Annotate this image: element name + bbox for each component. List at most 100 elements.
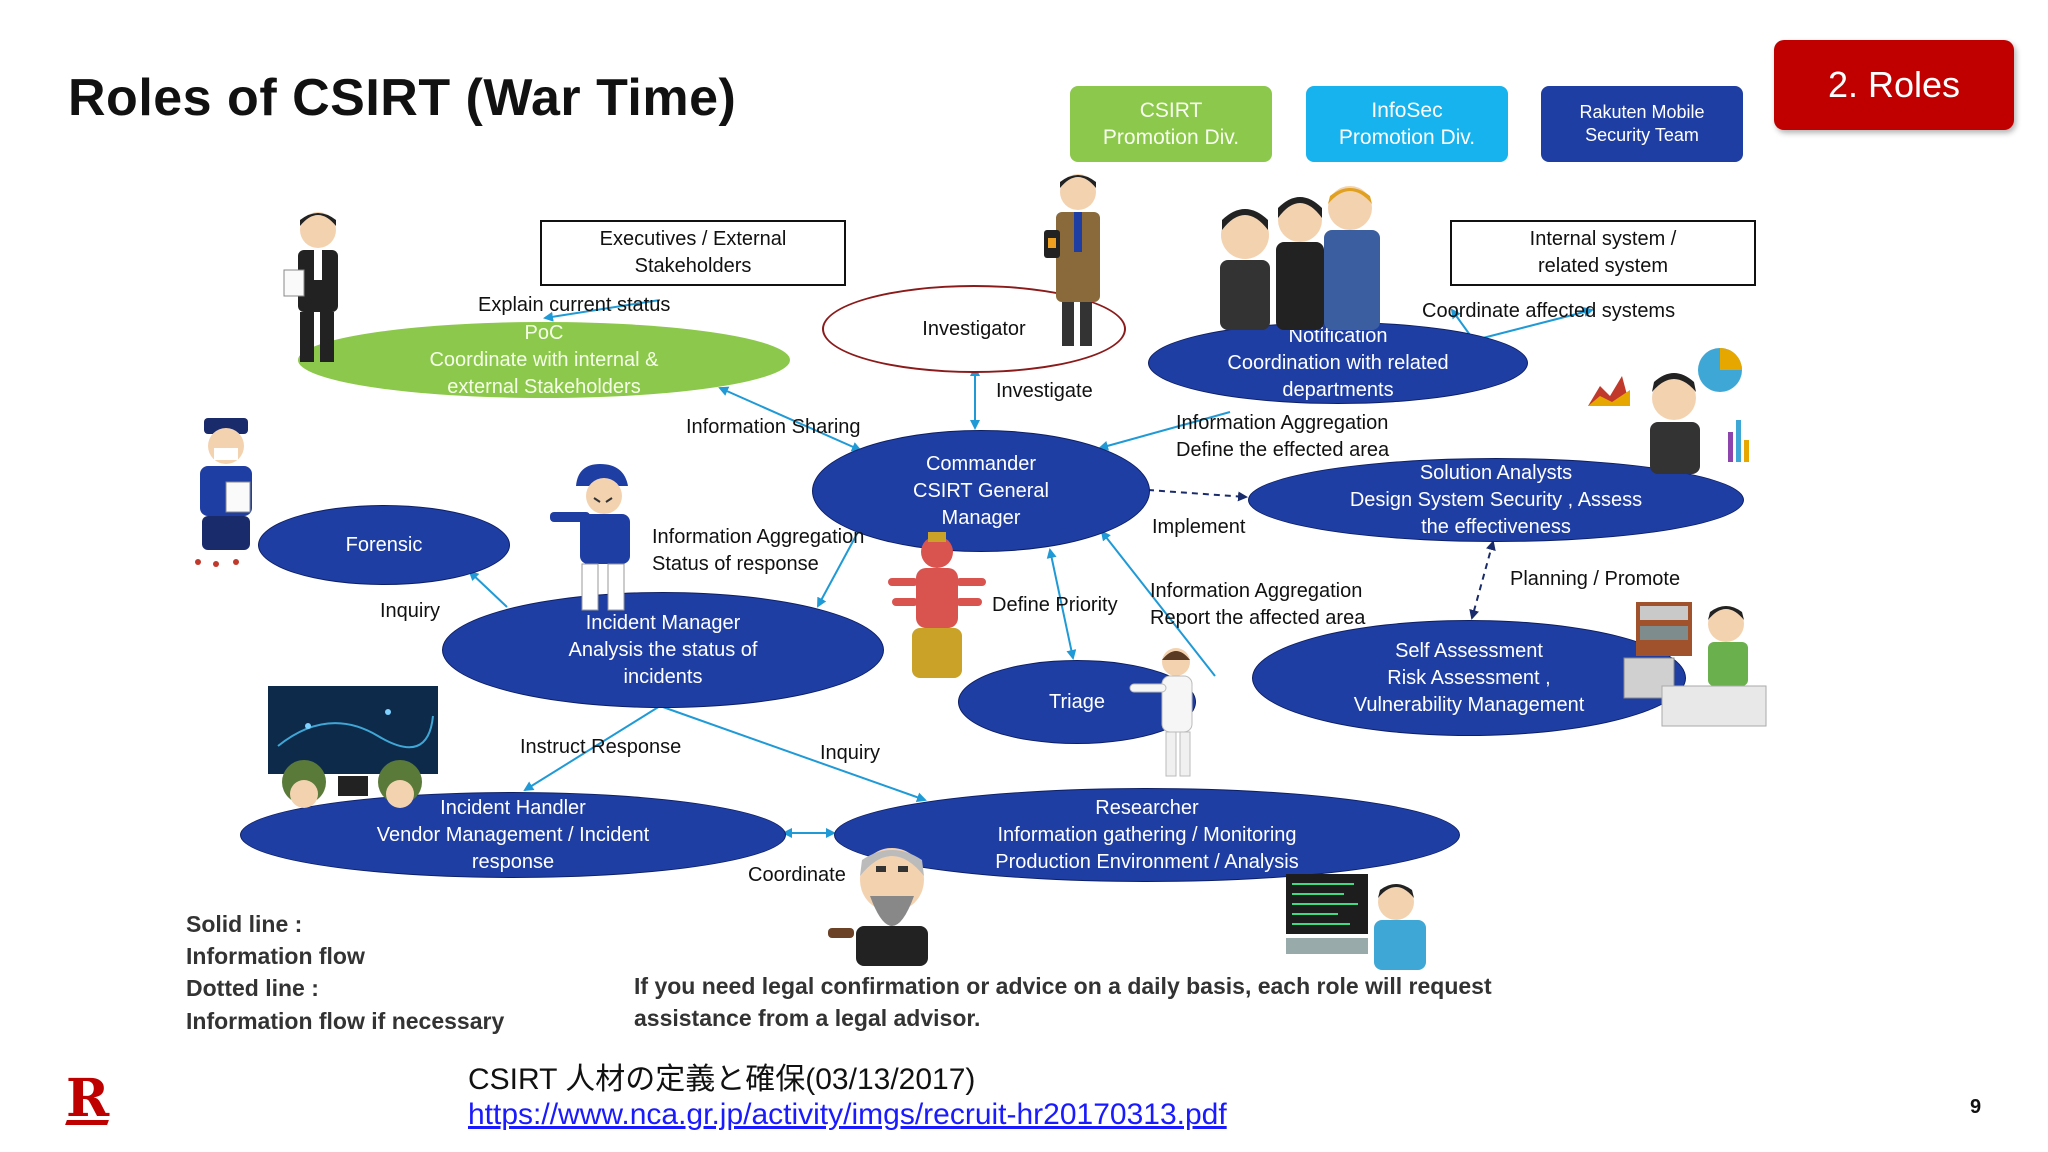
label-define-priority: Define Priority [992,594,1118,616]
label-explain-current-status: Explain current status [478,294,671,316]
node-line: Production Environment / Analysis [995,850,1299,873]
node-incident-handler: Incident Handler Vendor Management / Inc… [240,792,786,878]
label-investigate: Investigate [996,380,1093,402]
page-number: 9 [1970,1096,1982,1118]
badge-line: Security Team [1585,125,1699,145]
node-line: Manager [941,506,1021,529]
arrow-incident-manager-handler [523,705,661,792]
note-line: assistance from a legal advisor. [634,1005,981,1032]
label-line: Report the affected area [1150,607,1366,629]
dotted-arrow-commander-solution [1147,489,1248,502]
badge-line: CSIRT [1139,98,1203,122]
node-line: Vulnerability Management [1353,693,1585,716]
badge-line: Rakuten Mobile [1579,101,1705,122]
arrow-incident-manager-researcher [659,705,927,803]
internal-system-box: Internal system / related system [1450,220,1756,286]
researcher-scholar-icon [828,848,928,966]
node-line: response [471,850,555,873]
node-line: Solution Analysts [1419,461,1573,484]
node-notification: Notification Coordination with related d… [1148,322,1528,404]
node-line: Incident Handler [440,796,586,819]
legend-line: Information flow [186,943,365,970]
rakuten-logo-underline [65,1120,109,1125]
node-line: Risk Assessment , [1387,666,1551,689]
reference: CSIRT 人材の定義と確保(03/13/2017) https://www.n… [468,1054,1227,1132]
legend-line: Information flow if necessary [186,1007,505,1034]
handler-monitor-icon [268,686,438,808]
label-instruct-response: Instruct Response [520,736,682,758]
csirt-promotion-badge: CSIRT Promotion Div. [1070,86,1272,162]
label-planning-promote: Planning / Promote [1510,568,1681,590]
arrow-notification-internal-2 [1474,307,1594,341]
label-info-aggregation-define: Information Aggregation Define the effec… [1176,410,1389,464]
node-line: Notification [1288,324,1388,347]
arrow-self-assessment-commander [1100,530,1216,677]
node-line: Self Assessment [1395,639,1543,662]
node-poc: PoC Coordinate with internal & external … [298,322,790,398]
arrow-poc-commander [718,386,862,452]
analyst-charts-icon [1588,348,1749,474]
node-line: Triage [1049,690,1105,713]
node-line: CSIRT General [913,479,1049,502]
police-officer-icon [195,418,252,567]
node-self-assessment: Self Assessment Risk Assessment , Vulner… [1252,620,1686,736]
node-solution-analysts: Solution Analysts Design System Security… [1248,458,1744,542]
label-information-sharing: Information Sharing [686,416,861,438]
node-line: Coordination with related [1227,351,1449,374]
node-line: Coordinate with internal & [429,348,659,371]
node-incident-manager: Incident Manager Analysis the status of … [442,592,884,708]
label-inquiry-researcher: Inquiry [820,742,881,764]
label-line: Information Aggregation [652,526,865,548]
arrow-notification-commander [1098,411,1231,451]
page-title: Roles of CSIRT (War Time) [68,69,737,127]
arrow-commander-triage [1046,548,1077,660]
label-line: Information Aggregation [1150,580,1363,602]
dotted-arrow-solution-self-assessment [1469,540,1496,620]
reference-title: CSIRT 人材の定義と確保(03/13/2017) [468,1063,976,1096]
arrow-commander-incident-manager [817,531,859,608]
node-line: PoC [524,321,564,344]
label-line: Define the effected area [1176,439,1390,461]
nurse-person-icon [1129,648,1193,777]
node-line: external Stakeholders [447,375,641,398]
node-line: Forensic [345,533,423,556]
label-info-aggregation-report: Information Aggregation Report the affec… [1150,578,1365,632]
rakuten-logo: R [66,1068,110,1129]
node-line: Researcher [1095,796,1199,819]
executive-person-icon [283,212,338,362]
badge-line: Promotion Div. [1102,126,1240,149]
node-researcher: Researcher Information gathering / Monit… [834,788,1460,882]
node-line: Investigator [922,317,1026,340]
reference-link[interactable]: https://www.nca.gr.jp/activity/imgs/recr… [468,1098,1227,1131]
legend: Solid line : Information flow Dotted lin… [186,908,504,1037]
node-line: Vendor Management / Incident [376,823,650,846]
node-line: Analysis the status of [568,638,758,661]
legal-advisor-note: If you need legal confirmation or advice… [634,970,1492,1034]
box-line: Stakeholders [634,255,752,277]
node-forensic: Forensic [258,505,510,585]
node-line: Design System Security , Assess [1349,488,1643,511]
note-line: If you need legal confirmation or advice… [634,973,1492,999]
researcher-computer-icon [1286,874,1426,970]
label-coordinate: Coordinate [748,864,846,886]
section-tag-roles: 2. Roles [1774,40,2014,130]
guardian-deity-icon [888,532,986,678]
node-line: Information gathering / Monitoring [997,823,1297,846]
label-info-aggregation-status: Information Aggregation Status of respon… [652,524,864,578]
label-inquiry-forensic: Inquiry [380,600,441,622]
label-line: Information Aggregation [1176,412,1389,434]
arrow-incident-manager-forensic [468,570,508,608]
badge-line: Promotion Div. [1338,126,1476,149]
node-commander: Commander CSIRT General Manager [812,430,1150,552]
badge-line: InfoSec [1371,98,1443,122]
label-coordinate-affected-systems: Coordinate affected systems [1422,300,1676,322]
node-line: the effectiveness [1421,515,1571,538]
label-line: Status of response [652,553,819,575]
node-line: incidents [623,665,703,688]
box-line: related system [1537,255,1669,277]
box-line: Internal system / [1529,228,1677,250]
self-assessment-person-icon [1623,602,1767,727]
box-line: Executives / External [599,228,787,250]
